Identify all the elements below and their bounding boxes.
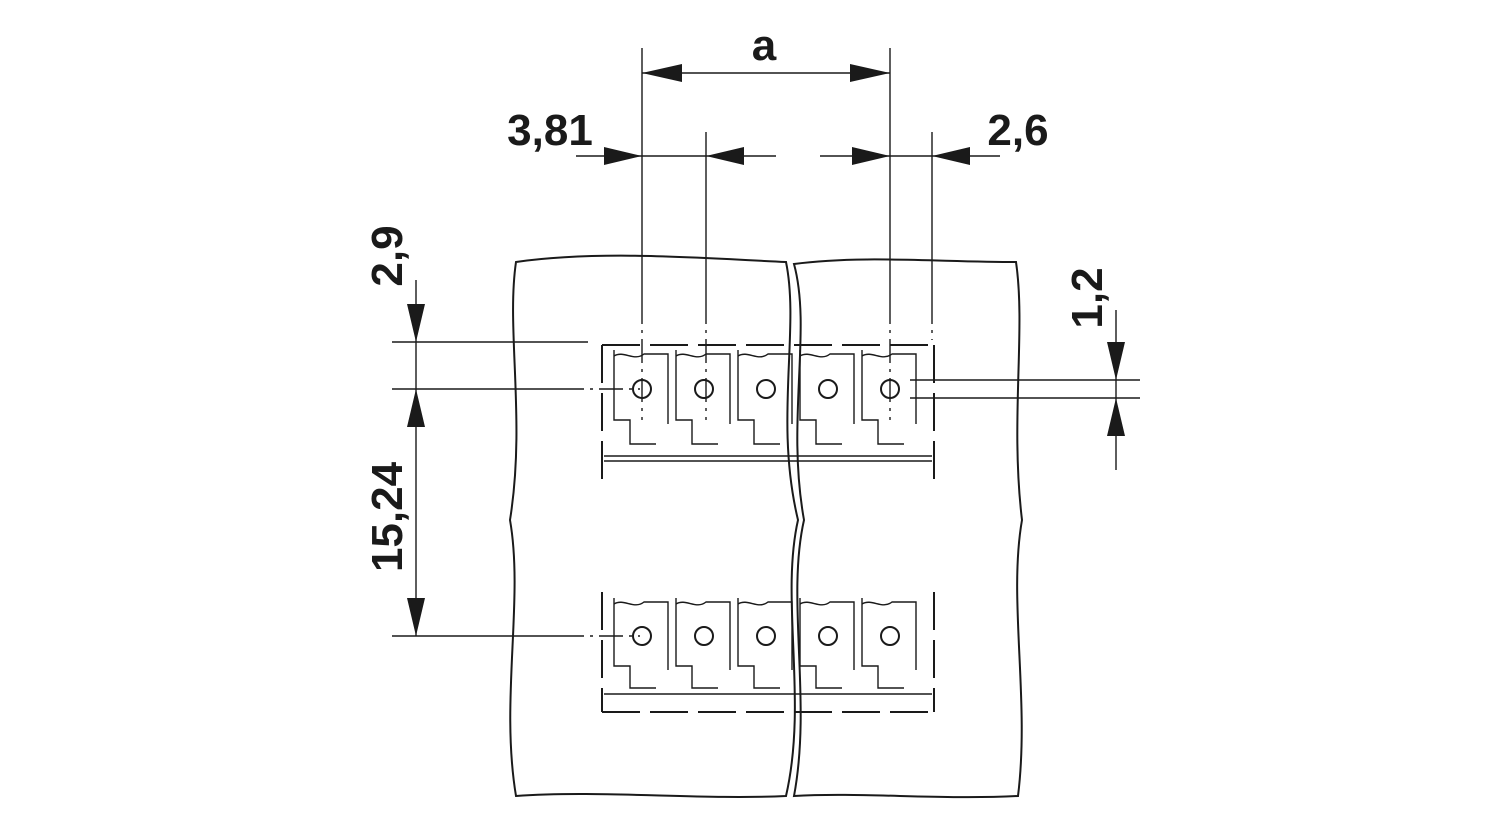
dimension-hole-diameter-label: 1,2 <box>1063 267 1112 328</box>
dimension-offset-right: 2,6 <box>820 106 1049 165</box>
pin-hole <box>880 626 900 646</box>
dimension-offset-right-label: 2,6 <box>987 106 1048 155</box>
dimension-row-spacing-label: 15,24 <box>363 461 412 572</box>
pcb-outline-right <box>792 258 1024 799</box>
bottom-pin-holes <box>632 626 900 646</box>
dimension-a: a <box>642 21 890 82</box>
pin-hole <box>818 626 838 646</box>
dimension-pitch: 3,81 <box>507 106 776 165</box>
pin-hole <box>756 379 776 399</box>
pin-hole <box>756 626 776 646</box>
connector-bottom-row <box>601 592 935 713</box>
dimension-pitch-label: 3,81 <box>507 106 593 155</box>
dimension-a-label: a <box>752 21 777 70</box>
top-pin-holes <box>632 379 900 399</box>
bottom-pin-cells <box>613 598 917 689</box>
pin-hole <box>694 626 714 646</box>
dimension-row-spacing: 15,24 <box>363 389 425 636</box>
pcb-outline-left <box>508 254 800 798</box>
top-pin-cells <box>613 350 917 445</box>
vertical-extension-lines <box>641 48 933 420</box>
dimension-hole-diameter: 1,2 <box>1063 267 1125 470</box>
pin-hole <box>818 379 838 399</box>
dimension-offset-top-label: 2,9 <box>363 225 412 286</box>
connector-top-row <box>601 344 935 485</box>
dimension-offset-top: 2,9 <box>363 225 425 427</box>
horizontal-extension-lines <box>392 341 1140 637</box>
pin-hole <box>632 626 652 646</box>
pin-hole <box>694 379 714 399</box>
